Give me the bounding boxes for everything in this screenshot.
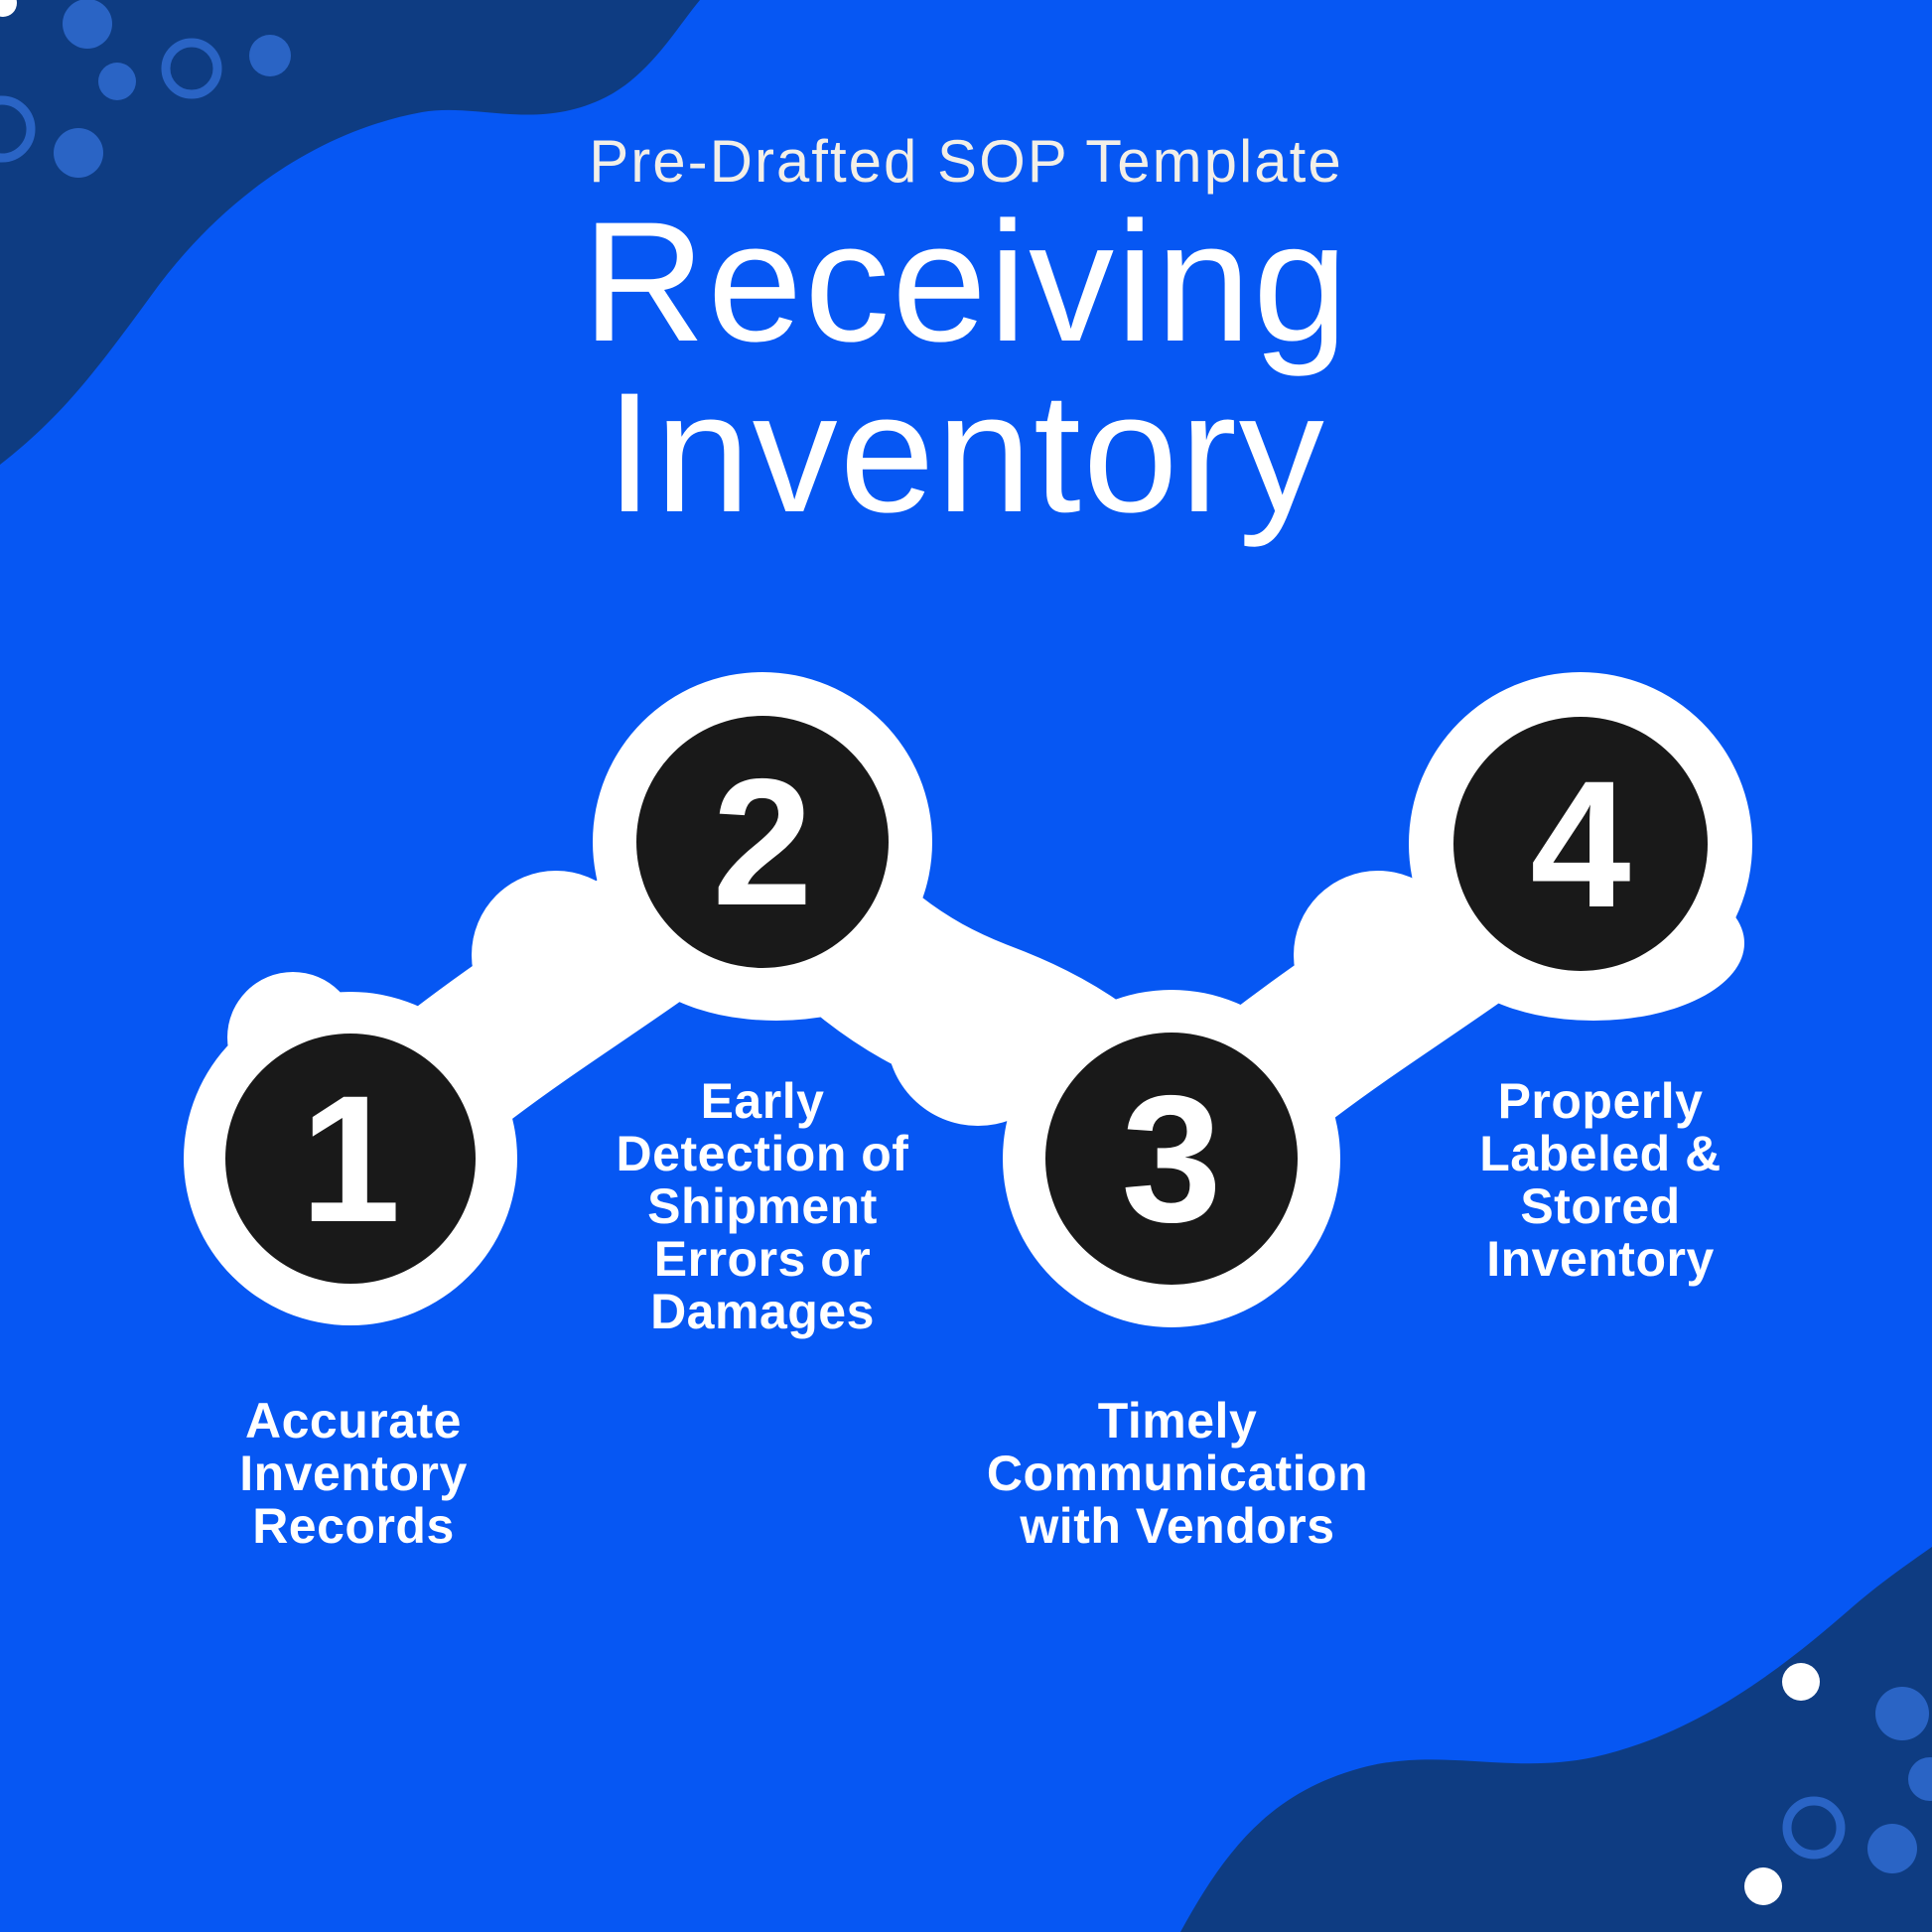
- step-1-circle: [225, 1034, 476, 1284]
- white-dot-icon: [1782, 1663, 1820, 1701]
- blob-bulge: [472, 871, 640, 1039]
- blue-dot-icon: [1908, 1757, 1932, 1801]
- step-1-number: 1: [300, 1057, 401, 1260]
- blue-ring-icon: [161, 38, 222, 99]
- step-3-circle: [1045, 1033, 1298, 1285]
- blue-dot-icon: [98, 63, 136, 100]
- step-3-label: Timely Communication with Vendors: [986, 1393, 1369, 1554]
- blob-bulge: [887, 943, 1069, 1126]
- top-left-corner-blob: [0, 0, 700, 465]
- blue-dot-icon: [249, 35, 291, 76]
- step-4-circle: [1453, 717, 1708, 971]
- blue-dot-icon: [63, 0, 112, 49]
- step-2-number: 2: [712, 741, 813, 943]
- corner-white-dot-icon: [0, 0, 17, 17]
- step-4-label: Properly Labeled & Stored Inventory: [1479, 1073, 1722, 1287]
- blob-bulge: [1294, 871, 1462, 1039]
- blue-ring-icon: [0, 95, 36, 163]
- top-left-navy-shape: [0, 0, 700, 465]
- step-2-label: Early Detection of Shipment Errors or Da…: [616, 1073, 909, 1339]
- blue-ring-icon: [1782, 1796, 1846, 1860]
- blue-dot-icon: [54, 128, 103, 178]
- blue-dot-icon: [1867, 1824, 1917, 1873]
- blue-dot-icon: [1875, 1687, 1929, 1740]
- page-subtitle: Pre-Drafted SOP Template: [589, 128, 1343, 195]
- bottom-right-corner-blob: [1180, 1547, 1932, 1932]
- bottom-right-navy-shape: [1180, 1547, 1932, 1932]
- page-title: Receiving Inventory: [582, 187, 1350, 548]
- step-2-circle: [636, 716, 889, 968]
- step-4-number: 4: [1530, 743, 1631, 945]
- step-1-label: Accurate Inventory Records: [239, 1393, 468, 1554]
- white-dot-icon: [1744, 1867, 1782, 1905]
- step-3-number: 3: [1121, 1057, 1222, 1260]
